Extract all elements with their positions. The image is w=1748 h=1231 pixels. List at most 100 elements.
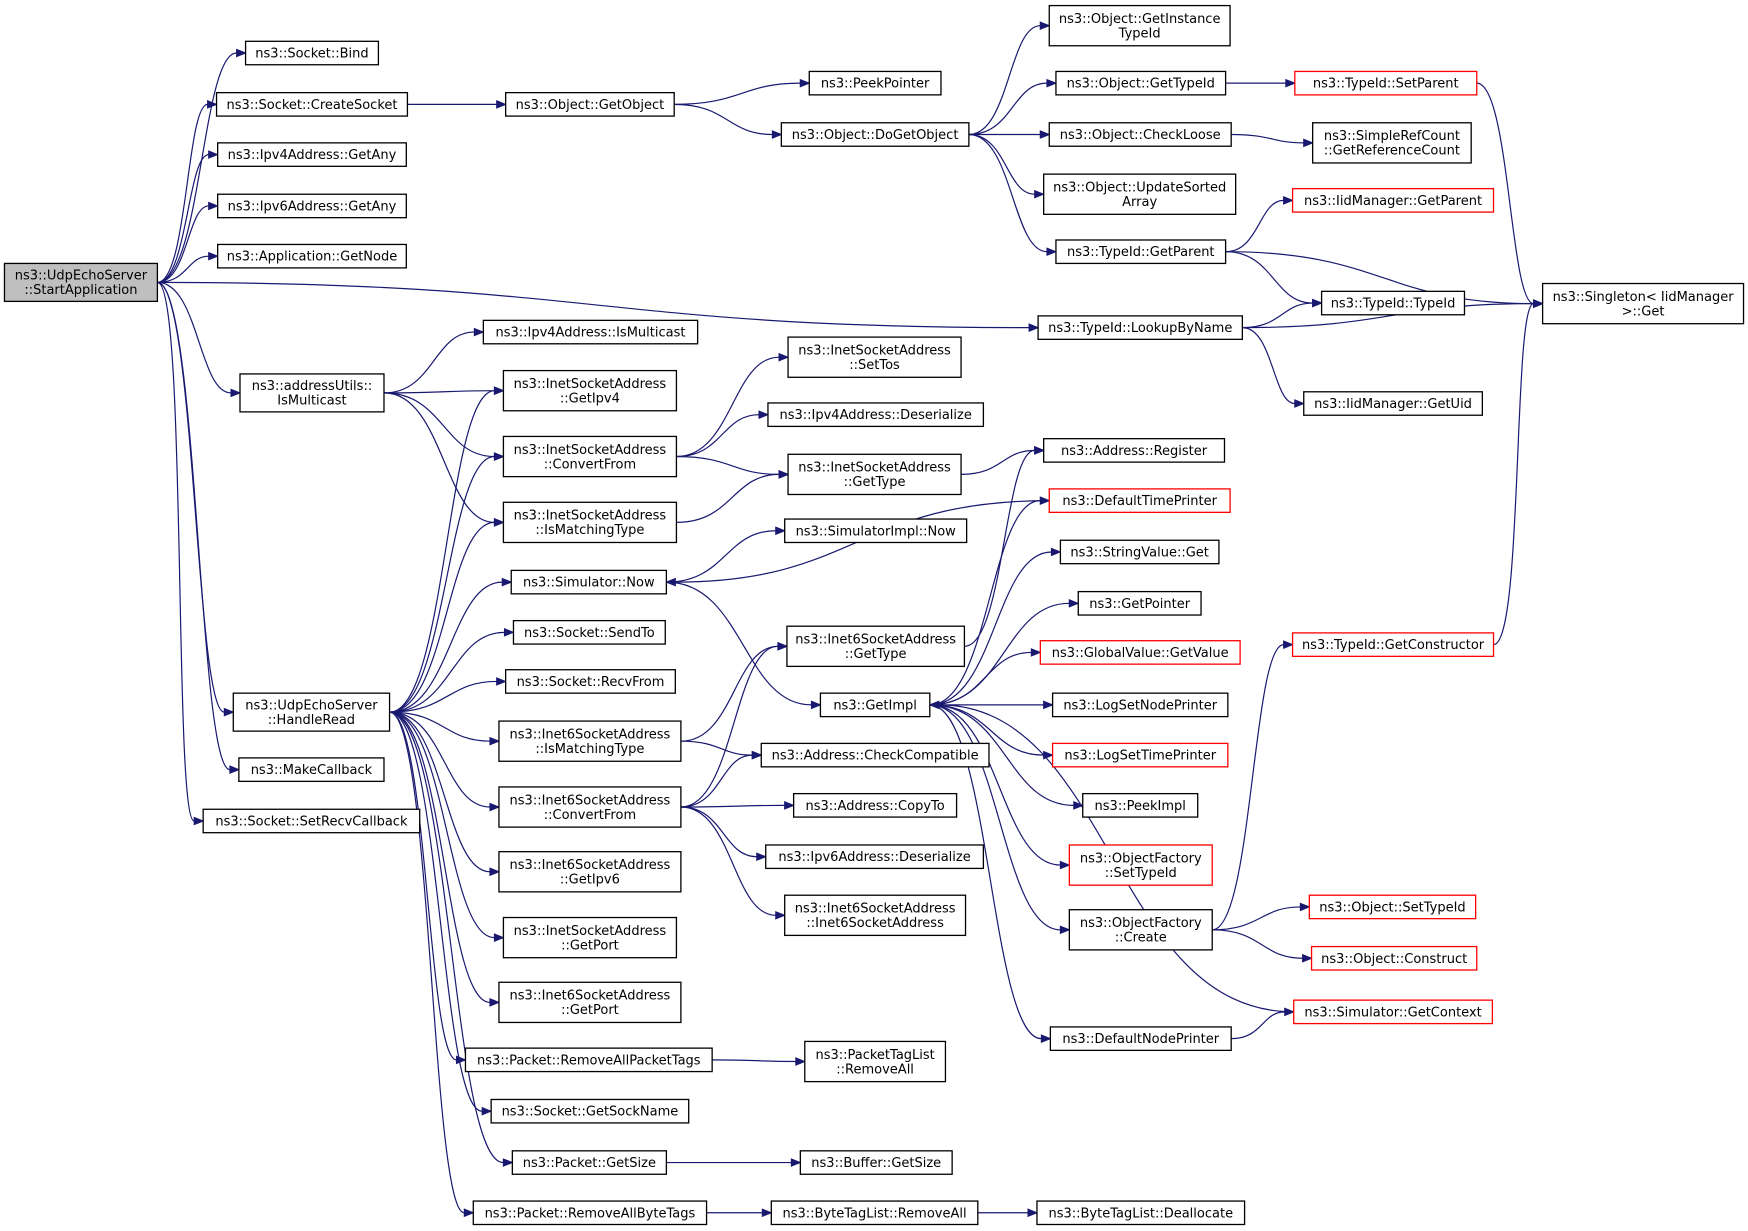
node-typeid-lookup[interactable]: ns3::TypeId::LookupByName [1037, 315, 1244, 340]
node-label: ::GetType [845, 647, 907, 662]
node-obj-getobject[interactable]: ns3::Object::GetObject [504, 91, 675, 117]
node-addr-register[interactable]: ns3::Address::Register [1043, 438, 1226, 463]
node-inet-gettype[interactable]: ns3::InetSocketAddress::GetType [787, 453, 962, 496]
edge-line [968, 133, 1047, 253]
node-obj-dogetobject[interactable]: ns3::Object::DoGetObject [780, 122, 970, 147]
node-box [498, 851, 682, 893]
node-default-nodeprinter[interactable]: ns3::DefaultNodePrinter [1049, 1026, 1232, 1052]
node-default-timeprinter[interactable]: ns3::DefaultTimePrinter [1048, 488, 1231, 513]
node-addr-copyto[interactable]: ns3::Address::CopyTo [792, 792, 958, 818]
node-typeid-setparent[interactable]: ns3::TypeId::SetParent [1294, 70, 1478, 96]
node-inet6-getport[interactable]: ns3::Inet6SocketAddress::GetPort [498, 981, 682, 1024]
node-box [1048, 4, 1231, 47]
edge-line [1212, 644, 1284, 931]
node-label: ns3::Socket::CreateSocket [226, 98, 397, 113]
edge-arrowhead [1039, 21, 1051, 31]
node-peek-pointer[interactable]: ns3::PeekPointer [808, 70, 942, 96]
node-sim-now[interactable]: ns3::Simulator::Now [510, 569, 668, 595]
node-sock-getsockname[interactable]: ns3::Socket::GetSockName [490, 1098, 690, 1124]
node-obj-checkloose[interactable]: ns3::Object::CheckLoose [1048, 122, 1232, 147]
node-typeid-typeid[interactable]: ns3::TypeId::TypeId [1320, 290, 1466, 316]
node-inet6-ismatch[interactable]: ns3::Inet6SocketAddress::IsMatchingType [498, 720, 682, 762]
node-addr-ismc[interactable]: ns3::addressUtils::IsMulticast [239, 373, 385, 413]
edge-line [676, 473, 780, 523]
node-sim-getcontext[interactable]: ns3::Simulator::GetContext [1293, 999, 1494, 1025]
node-globalvalue-get[interactable]: ns3::GlobalValue::GetValue [1039, 640, 1241, 665]
node-pkt-removebyte[interactable]: ns3::Packet::RemoveAllByteTags [472, 1200, 708, 1226]
node-singleton-get[interactable]: ns3::Singleton< IidManager>::Get [1541, 282, 1745, 325]
node-inet-getipv4[interactable]: ns3::InetSocketAddress::GetIpv4 [502, 369, 678, 412]
node-box [490, 1098, 690, 1124]
call-edge-inet6_gettype-to-addr_register [964, 446, 1046, 647]
node-sock-sendto[interactable]: ns3::Socket::SendTo [512, 619, 666, 645]
node-label: ns3::Simulator::Now [523, 576, 655, 591]
node-sock-bind[interactable]: ns3::Socket::Bind [244, 40, 380, 66]
node-ipv4-ismc[interactable]: ns3::Ipv4Address::IsMulticast [482, 319, 699, 345]
node-typeid-getparent[interactable]: ns3::TypeId::GetParent [1055, 239, 1227, 265]
node-box [238, 757, 385, 783]
node-addr-checkcompat[interactable]: ns3::Address::CheckCompatible [760, 742, 990, 768]
node-inet-ismatch[interactable]: ns3::InetSocketAddress::IsMatchingType [502, 501, 678, 544]
node-inet6-ctor[interactable]: ns3::Inet6SocketAddress::Inet6SocketAddr… [784, 894, 967, 937]
edge-arrowhead [665, 577, 676, 587]
call-edge-inet6_convert-to-addr_checkcompat [680, 750, 763, 808]
node-box [767, 402, 985, 428]
node-udp-handleread[interactable]: ns3::UdpEchoServer::HandleRead [232, 692, 391, 732]
node-ipv6-deser[interactable]: ns3::Ipv6Address::Deserialize [765, 844, 985, 870]
node-objfactory-settypeid[interactable]: ns3::ObjectFactory::SetTypeId [1068, 844, 1213, 886]
node-pkt-removetags[interactable]: ns3::Packet::RemoveAllPacketTags [464, 1047, 713, 1073]
node-log-settime[interactable]: ns3::LogSetTimePrinter [1051, 742, 1229, 768]
node-ipv4-deser[interactable]: ns3::Ipv4Address::Deserialize [767, 402, 985, 428]
node-inet-getport[interactable]: ns3::InetSocketAddress::GetPort [502, 916, 678, 959]
node-simplerefcount[interactable]: ns3::SimpleRefCount::GetReferenceCount [1312, 122, 1472, 164]
node-iidmgr-getparent[interactable]: ns3::IidManager::GetParent [1291, 187, 1495, 213]
node-label: ns3::Singleton< IidManager [1553, 290, 1735, 305]
node-get-impl[interactable]: ns3::GetImpl [819, 692, 931, 718]
node-make-callback[interactable]: ns3::MakeCallback [238, 757, 385, 783]
node-obj-settypeid[interactable]: ns3::Object::SetTypeId [1308, 894, 1477, 920]
node-ipv4-getany[interactable]: ns3::Ipv4Address::GetAny [217, 142, 407, 167]
node-simimpl-now[interactable]: ns3::SimulatorImpl::Now [784, 518, 968, 544]
edge-line [1225, 251, 1534, 305]
edge-arrowhead [1034, 189, 1046, 199]
edge-line [680, 754, 753, 808]
node-iidmgr-getuid[interactable]: ns3::IidManager::GetUid [1303, 391, 1483, 416]
node-sock-create[interactable]: ns3::Socket::CreateSocket [215, 91, 409, 117]
node-inet6-gettype[interactable]: ns3::Inet6SocketAddress::GetType [786, 625, 966, 668]
node-objfactory-create[interactable]: ns3::ObjectFactory::Create [1068, 909, 1213, 951]
node-log-setnode[interactable]: ns3::LogSetNodePrinter [1051, 692, 1229, 718]
edge-arrowhead [207, 100, 218, 109]
call-edge-typeid_getparent-to-iidmgr_getparent [1225, 196, 1294, 253]
node-box [1294, 70, 1478, 96]
edge-arrowhead [473, 327, 485, 337]
edge-arrowhead [208, 150, 220, 159]
node-obj-construct[interactable]: ns3::Object::Construct [1310, 945, 1478, 971]
node-buffer-getsize[interactable]: ns3::Buffer::GetSize [799, 1150, 953, 1175]
node-sock-setrecv[interactable]: ns3::Socket::SetRecvCallback [202, 808, 421, 834]
node-label: ns3::SimulatorImpl::Now [796, 524, 957, 539]
edge-line [666, 581, 812, 706]
node-stringvalue-get[interactable]: ns3::StringValue::Get [1059, 539, 1220, 565]
node-bytetag-removeall[interactable]: ns3::ByteTagList::RemoveAll [770, 1200, 979, 1226]
node-inet-convert[interactable]: ns3::InetSocketAddress::ConvertFrom [502, 435, 678, 478]
node-app-getnode[interactable]: ns3::Application::GetNode [217, 243, 407, 269]
node-inet6-convert[interactable]: ns3::Inet6SocketAddress::ConvertFrom [498, 786, 682, 828]
node-inet-settos[interactable]: ns3::InetSocketAddress::SetTos [787, 336, 962, 378]
node-obj-gettypeid[interactable]: ns3::Object::GetTypeId [1055, 70, 1227, 96]
edge-line [968, 133, 1035, 195]
node-box [472, 1200, 708, 1226]
node-pkt-getsize[interactable]: ns3::Packet::GetSize [511, 1150, 668, 1175]
node-typeid-getctor[interactable]: ns3::TypeId::GetConstructor [1291, 632, 1495, 657]
node-bytetag-dealloc[interactable]: ns3::ByteTagList::Deallocate [1036, 1200, 1246, 1226]
node-peek-impl[interactable]: ns3::PeekImpl [1082, 792, 1199, 818]
edge-line [157, 255, 209, 284]
edge-arrowhead [1046, 247, 1058, 257]
node-inet6-getipv6[interactable]: ns3::Inet6SocketAddress::GetIpv6 [498, 851, 682, 893]
node-sock-recvfrom[interactable]: ns3::Socket::RecvFrom [504, 669, 676, 694]
edge-line [929, 704, 1074, 806]
node-get-pointer[interactable]: ns3::GetPointer [1077, 590, 1202, 616]
node-ipv6-getany[interactable]: ns3::Ipv6Address::GetAny [217, 193, 407, 219]
node-pkttaglist-removeall[interactable]: ns3::PacketTagList::RemoveAll [804, 1040, 947, 1083]
